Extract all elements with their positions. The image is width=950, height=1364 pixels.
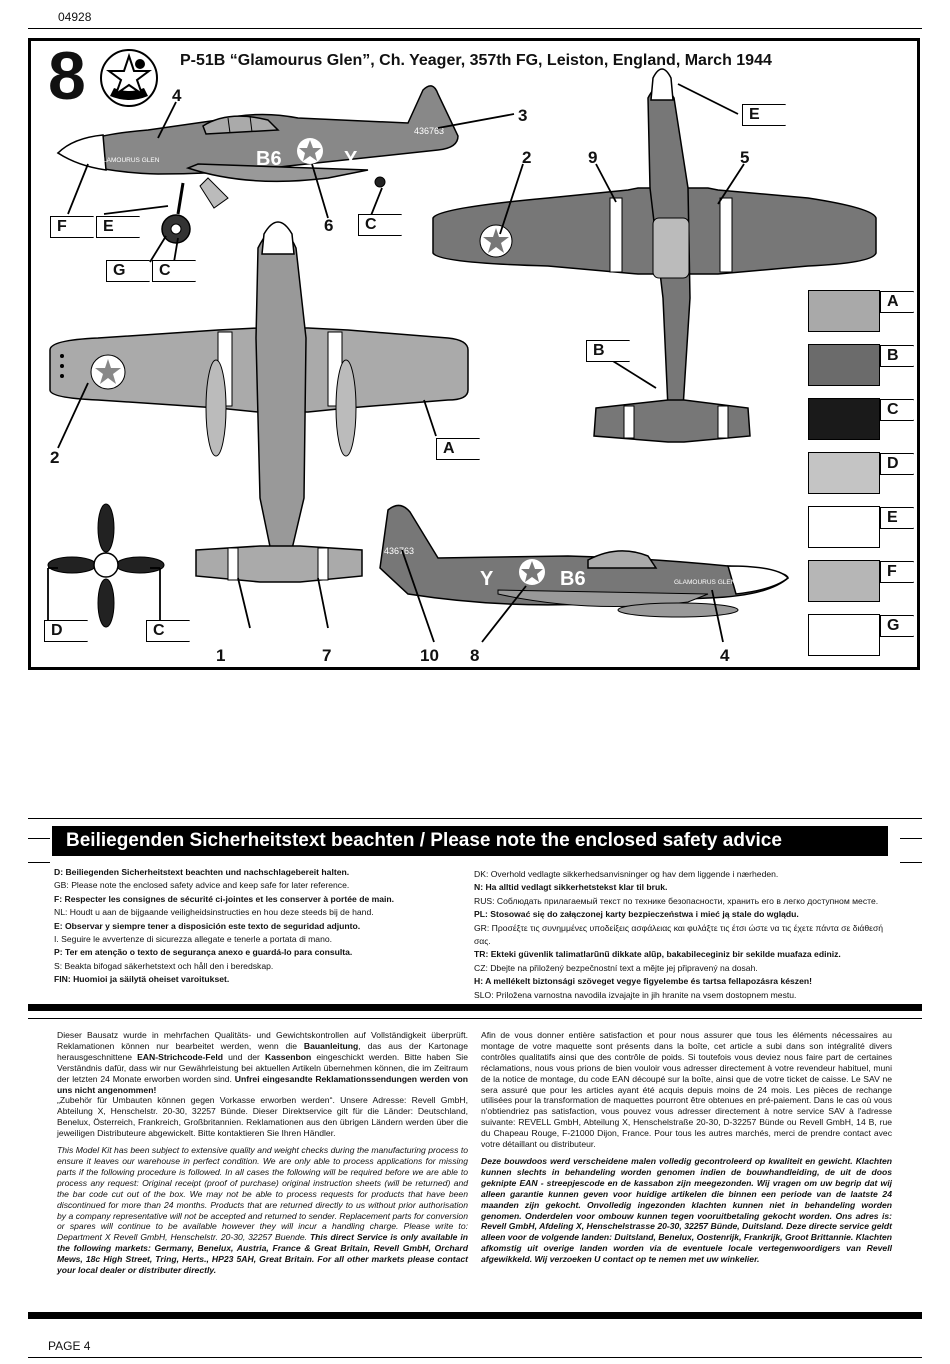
squadron-badge-icon xyxy=(100,49,158,107)
color-letter-G: G xyxy=(880,615,914,637)
service-de-text: eingeschickt werden. Bitte haben Sie Ver… xyxy=(57,1051,468,1084)
service-en-bold: This direct Service is only available in… xyxy=(57,1232,468,1276)
color-swatch-A xyxy=(808,290,880,332)
callout-1: 1 xyxy=(216,646,226,665)
painting-diagram: B6 Y 436763 GLAMOURUS GLEN xyxy=(47,49,877,643)
footer-rule xyxy=(28,1357,922,1358)
safety-line: N: Ha alltid vedlagt sikkerhetstekst kla… xyxy=(474,882,668,893)
safety-line: DK: Overhold vedlagte sikkerhedsanvisnin… xyxy=(474,869,779,879)
safety-list-right: DK: Overhold vedlagte sikkerhedsanvisnin… xyxy=(474,868,894,1002)
top-rule xyxy=(28,28,922,29)
service-column-left: Dieser Bausatz wurde in mehrfachen Quali… xyxy=(57,1030,468,1276)
fuselage-letter-right: Y xyxy=(480,568,494,590)
top-view xyxy=(432,68,877,443)
callout-7: 7 xyxy=(322,646,332,665)
callout-3: 3 xyxy=(518,106,528,125)
safety-line: S: Beakta bifogad säkerhetstext och håll… xyxy=(54,960,274,971)
document-code: 04928 xyxy=(58,10,92,24)
callout-4-bottom: 4 xyxy=(720,646,730,665)
safety-line: F: Respecter les consignes de sécurité c… xyxy=(54,893,395,904)
safety-banner: Beiliegenden Sicherheitstext beachten / … xyxy=(52,826,888,856)
serial-right: 436763 xyxy=(384,546,414,556)
service-de-bold: Bauanleitung xyxy=(303,1040,359,1051)
safety-line: RUS: Соблюдать прилагаемый текст по техн… xyxy=(474,895,879,906)
safety-line: GB: Please note the enclosed safety advi… xyxy=(54,880,350,891)
service-column-right: Afin de vous donner entière satisfaction… xyxy=(481,1030,892,1265)
nose-name-right: GLAMOURUS GLEN xyxy=(674,579,736,586)
paint-flag-F: F xyxy=(50,216,94,238)
color-swatch-B xyxy=(808,344,880,386)
color-swatch-D xyxy=(808,452,880,494)
propeller-icon xyxy=(47,503,165,628)
fuselage-code-left: B6 xyxy=(256,148,282,170)
instruction-panel xyxy=(28,38,920,670)
callout-6: 6 xyxy=(324,216,334,235)
safety-line: NL: Houdt u aan de bijgaande veiligheids… xyxy=(54,907,374,918)
service-de-text: und der xyxy=(223,1051,265,1062)
safety-line: E: Observar y siempre tener a disposició… xyxy=(54,920,361,931)
callout-8: 8 xyxy=(470,646,480,665)
rule-mark xyxy=(900,862,922,863)
service-en-text: This Model Kit has been subject to exten… xyxy=(57,1145,468,1243)
step-title: P-51B “Glamourus Glen”, Ch. Yeager, 357t… xyxy=(180,52,772,69)
safety-line: H: A mellékelt biztonsági szöveget vegye… xyxy=(474,976,812,987)
service-nl-text: Deze bouwdoos werd verscheidene malen vo… xyxy=(481,1155,892,1265)
callout-9: 9 xyxy=(588,148,598,167)
safety-line: P: Ter em atenção o texto de segurança a… xyxy=(54,947,353,958)
callout-2-top: 2 xyxy=(522,148,532,167)
color-swatch-F xyxy=(808,560,880,602)
page-number: PAGE 4 xyxy=(48,1339,91,1353)
rule-mark xyxy=(900,838,922,839)
paint-flag-B: B xyxy=(586,340,630,362)
side-view-right: Y B6 436763 GLAMOURUS GLEN xyxy=(379,504,790,618)
callout-4-top: 4 xyxy=(172,86,182,105)
color-letter-B: B xyxy=(880,345,914,367)
safety-line: GR: Προσέξτε τις συνημμένες υποδείξεις α… xyxy=(474,922,884,947)
service-de-text: „Zubehör für Umbauten können gegen Vorka… xyxy=(57,1095,468,1139)
safety-list-left: D: Beiliegenden Sicherheitstext beachten… xyxy=(54,866,464,987)
callout-10: 10 xyxy=(420,646,439,665)
paint-flag-G: G xyxy=(106,260,150,282)
color-letter-C: C xyxy=(880,399,914,421)
safety-line: SLO: Priložena varnostna navodila izvaja… xyxy=(474,989,797,1000)
safety-line: D: Beiliegenden Sicherheitstext beachten… xyxy=(54,867,350,877)
safety-line: CZ: Dbejte na přiložený bezpečnostní tex… xyxy=(474,962,758,973)
under-view xyxy=(49,221,469,583)
service-de-text: Dieser Bausatz wurde in mehrfachen Quali… xyxy=(57,1030,468,1051)
safety-bottom-bar xyxy=(28,1004,922,1011)
service-de-bold: Unfrei eingesandte Reklamationssendungen… xyxy=(57,1073,469,1095)
safety-line: FIN: Huomioi ja säilytä oheiset varoituk… xyxy=(54,974,230,985)
footer-bar xyxy=(28,1312,922,1319)
service-de-bold: EAN-Strichcode-Feld xyxy=(137,1051,224,1062)
safety-line: PL: Stosować się do załączonej karty bez… xyxy=(474,909,799,920)
fuselage-code-right: B6 xyxy=(560,568,586,590)
rule-mark xyxy=(28,862,50,863)
serial-left: 436763 xyxy=(414,126,444,136)
service-de-text: , das aus der Kartonage herausgeschnitte… xyxy=(57,1040,468,1062)
rule-mark xyxy=(28,838,50,839)
color-letter-D: D xyxy=(880,453,914,475)
paint-flag-C-wheel: C xyxy=(358,214,402,236)
service-de-bold: Kassenbon xyxy=(264,1051,312,1062)
leader-lines xyxy=(47,83,745,643)
service-fr-text: Afin de vous donner entière satisfaction… xyxy=(481,1030,892,1150)
color-swatch-C xyxy=(808,398,880,440)
color-swatch-E xyxy=(808,506,880,548)
service-top-rule xyxy=(28,1018,922,1019)
callout-2-bottom: 2 xyxy=(50,448,60,467)
fuselage-letter-left: Y xyxy=(344,148,358,170)
step-number: 8 xyxy=(48,38,86,114)
safety-line: TR: Ekteki güvenlik talimatlarũnũ dikkat… xyxy=(474,949,841,960)
side-view-left: B6 Y 436763 GLAMOURUS GLEN xyxy=(56,85,459,244)
safety-top-rule xyxy=(28,818,922,819)
color-swatch-G xyxy=(808,614,880,656)
safety-line: I. Seguire le avvertenze di sicurezza al… xyxy=(54,934,333,945)
nose-name-left: GLAMOURUS GLEN xyxy=(98,157,160,164)
callout-5: 5 xyxy=(740,148,750,167)
paint-flag-E: E xyxy=(96,216,140,238)
